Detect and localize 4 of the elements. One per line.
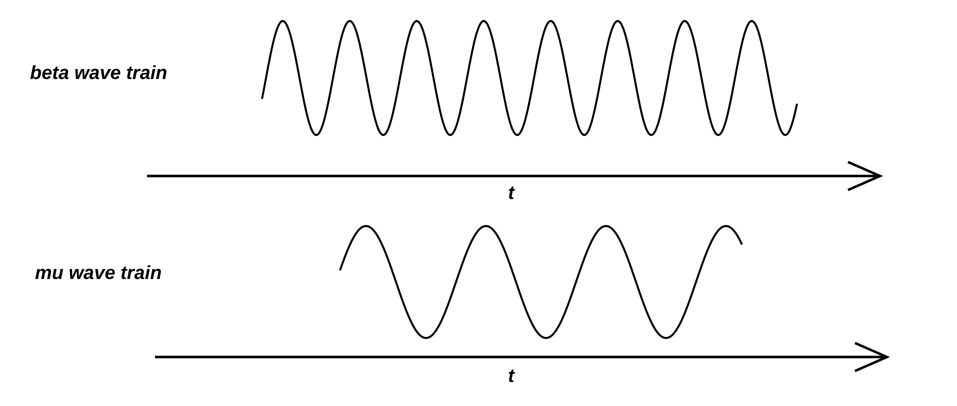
wave-label: beta wave train xyxy=(30,62,168,86)
axis-label: t xyxy=(508,182,514,206)
wave-label: mu wave train xyxy=(35,262,162,286)
axis-label: t xyxy=(508,365,514,389)
